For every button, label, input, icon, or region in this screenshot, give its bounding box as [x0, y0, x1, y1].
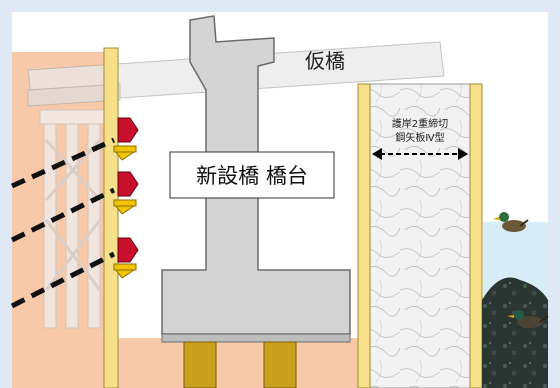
duck-icon [507, 310, 549, 328]
anchor-2 [113, 171, 139, 215]
duck-icon [493, 212, 529, 232]
sheet-pile-cofferdam-right [469, 83, 483, 388]
cofferdam: 護岸2重締切 鋼矢板Ⅳ型 [357, 83, 483, 388]
cofferdam-label-line1: 護岸2重締切 [392, 117, 448, 130]
anchor-3 [113, 237, 139, 279]
sheet-pile-left [103, 47, 119, 388]
abutment-label-box [169, 151, 335, 199]
sheet-pile-cofferdam-left [357, 83, 371, 388]
tie-rods [10, 137, 116, 309]
pile-left [183, 341, 217, 388]
anchor-1 [113, 117, 139, 161]
temporary-bridge-label: 仮橋 [305, 49, 345, 73]
cofferdam-fill [369, 83, 471, 388]
abutment-footing [161, 333, 351, 343]
cofferdam-label-line2: 鋼矢板Ⅳ型 [395, 131, 444, 144]
soil-bottom [118, 338, 358, 388]
pile-right [263, 341, 297, 388]
temporary-bridge-text: 仮橋 [305, 49, 345, 73]
rock-bank [482, 277, 548, 388]
abutment-label-text: 新設橋 橋台 [196, 164, 308, 188]
